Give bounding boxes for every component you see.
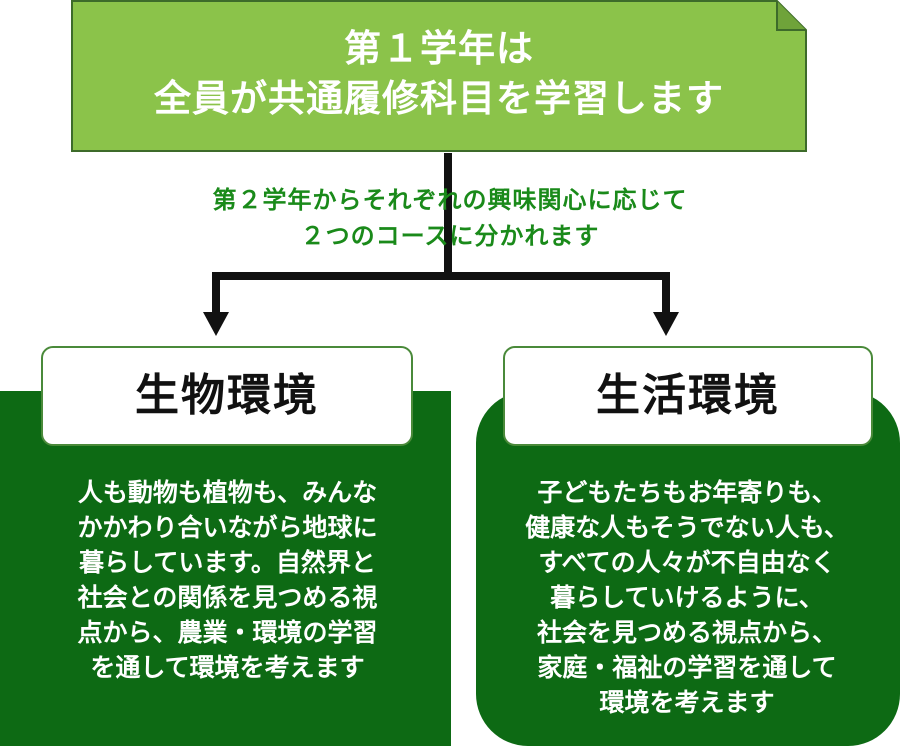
left-drop-line — [212, 272, 220, 317]
desc-line: 社会との関係を見つめる視 — [77, 583, 378, 612]
biology-environment-title: 生物環境 — [41, 346, 413, 446]
biology-environment-description: 人も動物も植物も、みんな かかわり合いながら地球に 暮らしています。自然界と 社… — [20, 475, 435, 685]
desc-line: 暮らしています。自然界と — [79, 548, 376, 577]
caption-line-2: ２つのコースに分かれます — [300, 222, 600, 250]
life-environment-title: 生活環境 — [503, 346, 873, 446]
horizontal-connector — [212, 272, 670, 280]
desc-line: 環境を考えます — [599, 688, 775, 717]
left-arrow-head-icon — [203, 312, 229, 336]
year1-header-text: 第１学年は 全員が共通履修科目を学習します — [71, 24, 807, 124]
desc-line: かかわり合いながら地球に — [77, 513, 378, 542]
right-arrow-head-icon — [653, 312, 679, 336]
desc-line: すべての人々が不自由なく — [538, 548, 836, 577]
desc-line: 健康な人もそうでない人も、 — [525, 513, 849, 542]
header-line-1: 第１学年は — [344, 27, 534, 70]
year1-header-box: 第１学年は 全員が共通履修科目を学習します — [71, 0, 807, 152]
course-split-caption: 第２学年からそれぞれの興味関心に応じて ２つのコースに分かれます — [100, 182, 800, 254]
desc-line: 子どもたちもお年寄りも、 — [537, 478, 837, 507]
life-environment-panel — [476, 391, 900, 746]
desc-line: を通して環境を考えます — [90, 653, 365, 682]
vertical-connector — [444, 153, 452, 277]
desc-line: 暮らしていけるように、 — [550, 583, 824, 612]
folded-corner-shape — [71, 0, 807, 152]
right-drop-line — [662, 272, 670, 317]
header-line-2: 全員が共通履修科目を学習します — [154, 77, 724, 120]
desc-line: 社会を見つめる視点から、 — [536, 618, 837, 647]
desc-line: 家庭・福祉の学習を通して — [537, 653, 837, 682]
caption-line-1: 第２学年からそれぞれの興味関心に応じて — [212, 186, 688, 214]
desc-line: 点から、農業・環境の学習 — [77, 618, 378, 647]
biology-environment-panel — [0, 391, 451, 746]
life-environment-description: 子どもたちもお年寄りも、 健康な人もそうでない人も、 すべての人々が不自由なく … — [492, 475, 882, 720]
desc-line: 人も動物も植物も、みんな — [77, 478, 378, 507]
